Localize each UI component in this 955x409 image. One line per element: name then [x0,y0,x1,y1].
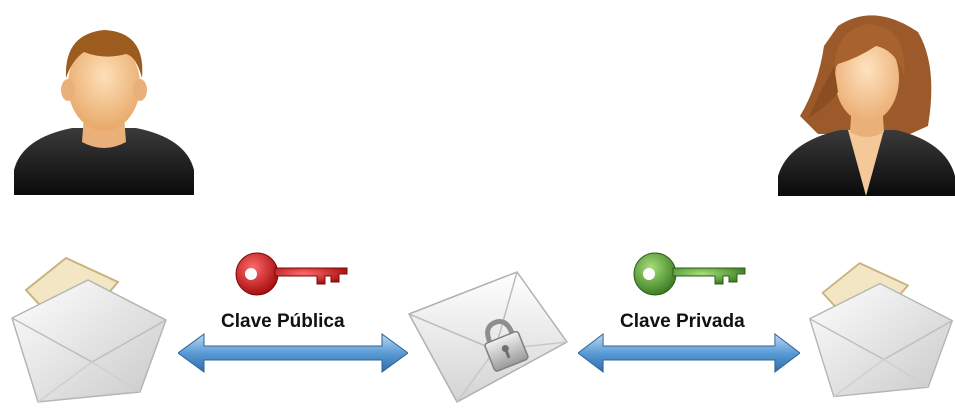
private-key-label: Clave Privada [620,311,745,332]
double-arrow-icon [178,333,408,373]
open-envelope-icon [11,256,167,403]
double-arrow-icon [578,333,800,373]
key-icon [633,252,746,296]
open-envelope-icon [808,262,954,398]
key-icon [235,252,348,296]
man-avatar-icon [14,30,194,195]
locked-envelope-icon [407,271,569,404]
public-key-label: Clave Pública [221,311,345,332]
woman-avatar-icon [778,15,955,196]
